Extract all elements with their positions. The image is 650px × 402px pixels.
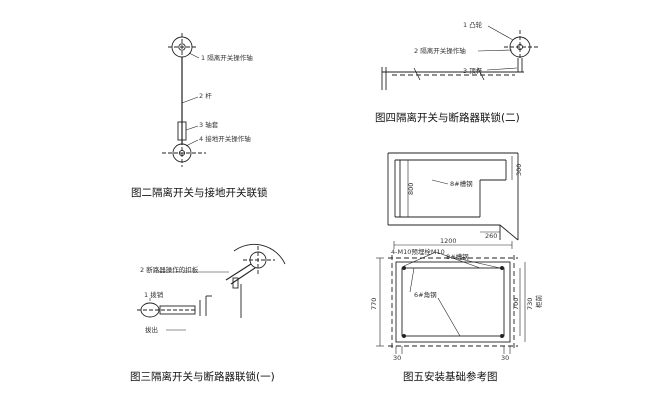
fig5-label-cabinet-front: 柜前 [534, 295, 543, 309]
isolator-shaft-hub [178, 43, 186, 51]
fig2-caption: 图二隔离开关与接地开关联锁 [131, 186, 268, 199]
fig2-label-sleeve: 3 轴套 [199, 120, 219, 129]
fig5-dim-300: 300 [515, 164, 523, 176]
fig2-label-ground-shaft: 4 接地开关操作轴 [199, 134, 251, 143]
foundation-frame-inner [401, 267, 505, 337]
fig4-label-cam: 1 凸轮 [463, 20, 483, 29]
fig5-dim-730: 730 [526, 298, 534, 310]
fig5-dim-800: 800 [407, 183, 415, 195]
fig2-label-isolator-shaft: 1 隔离开关操作轴 [201, 53, 253, 62]
fig5-dim-1200: 1200 [440, 237, 457, 245]
fig5-dim-30-left: 30 [393, 354, 401, 362]
pin-body [159, 305, 196, 315]
cam-arc [233, 243, 286, 265]
fig4-label-isolator-shaft: 2 隔离开关操作轴 [414, 46, 466, 55]
fig5-dim-260: 260 [485, 232, 497, 240]
fig5-dim-30-right: 30 [501, 354, 509, 362]
fig5-label-bolts: 4-M10预埋栓M10 [391, 247, 445, 256]
fig5-label-channel-top: 8#槽钢 [450, 179, 473, 188]
fig3-label-latch-plate: 2 断路器操作的扣板 [140, 265, 199, 274]
lever-stop [232, 277, 239, 289]
fig5-dim-700: 700 [512, 298, 520, 310]
foundation-frame-outer [395, 261, 511, 343]
figure-5-foundation-top [387, 152, 519, 249]
figure-3-breaker-interlock-1 [137, 243, 286, 331]
fig3-label-pin: 1 拨销 [144, 290, 164, 299]
figure-4-breaker-interlock-2 [381, 25, 538, 90]
fig5-caption: 图五安装基础参考图 [403, 370, 498, 383]
fig4-label-push-rod: 3 顶杆 [463, 66, 483, 75]
figure-5-foundation-bottom [376, 251, 526, 354]
shaft-sleeve [177, 121, 187, 141]
fig3-label-pull-out: 拔出 [145, 325, 158, 334]
fig5-dim-770: 770 [370, 298, 378, 310]
fig5-label-channel-bottom: 8#槽钢 [446, 252, 469, 261]
fig2-label-rod: 2 杆 [199, 91, 212, 100]
fig4-caption: 图四隔离开关与断路器联锁(二) [375, 111, 520, 124]
figure-2-ground-switch-interlock [162, 33, 206, 167]
fig5-label-angle-steel: 6#角钢 [414, 290, 437, 299]
fig3-caption: 图三隔离开关与断路器联锁(一) [130, 370, 275, 383]
